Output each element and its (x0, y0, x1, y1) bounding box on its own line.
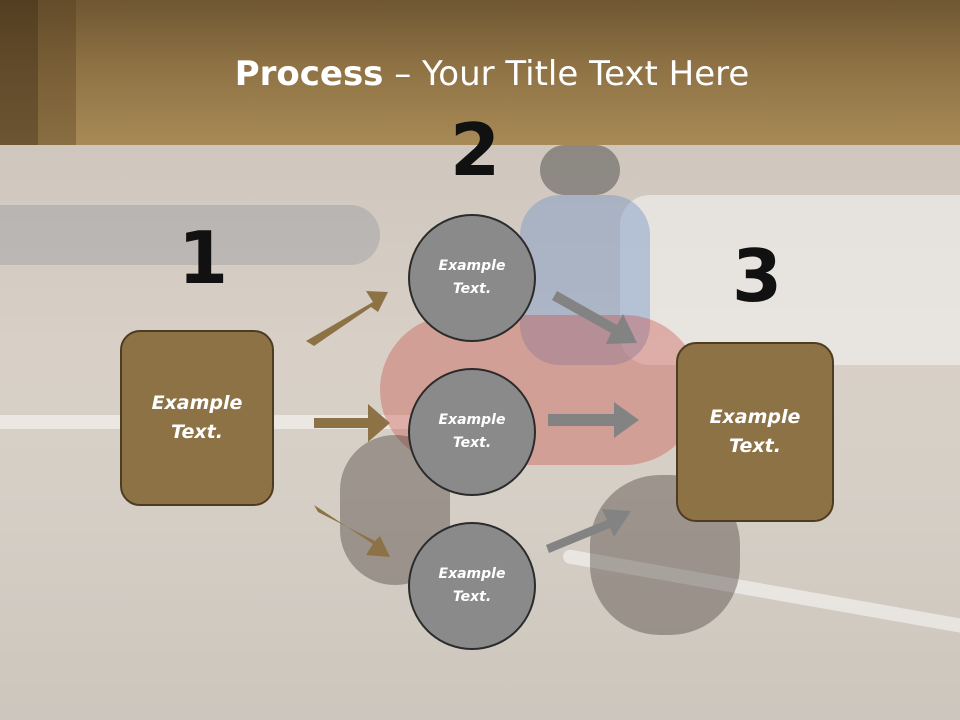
title-rest: – Your Title Text Here (383, 54, 750, 94)
arrow-to-top (306, 291, 388, 346)
circle-middle-label: Example Text. (438, 412, 506, 451)
step-number-1: 1 (178, 216, 229, 300)
step-3-box: Example Text. (676, 342, 834, 522)
header-accent-mid (38, 0, 76, 145)
page-title: Process – Your Title Text Here (0, 52, 960, 96)
step-1-box: Example Text. (120, 330, 274, 506)
step-2-circle-middle: Example Text. (408, 368, 536, 496)
arrow-bottom-to-3 (546, 509, 631, 553)
step-3-label: Example Text. (709, 406, 801, 457)
arrow-to-middle (314, 404, 390, 442)
gray-arrows (546, 291, 639, 553)
arrow-middle-to-3 (548, 402, 639, 438)
brown-arrows (306, 291, 390, 557)
arrow-to-bottom (314, 505, 390, 557)
title-bold: Process (234, 54, 384, 94)
step-2-circle-top: Example Text. (408, 214, 536, 342)
header-accent-dark (0, 0, 38, 145)
step-2-circle-bottom: Example Text. (408, 522, 536, 650)
step-1-label: Example Text. (151, 392, 243, 443)
circle-top-label: Example Text. (438, 258, 506, 297)
arrow-top-to-3 (552, 291, 637, 344)
title-bar: Process – Your Title Text Here (0, 0, 960, 145)
step-number-3: 3 (732, 234, 783, 318)
circle-bottom-label: Example Text. (438, 566, 506, 605)
step-number-2: 2 (450, 108, 501, 192)
